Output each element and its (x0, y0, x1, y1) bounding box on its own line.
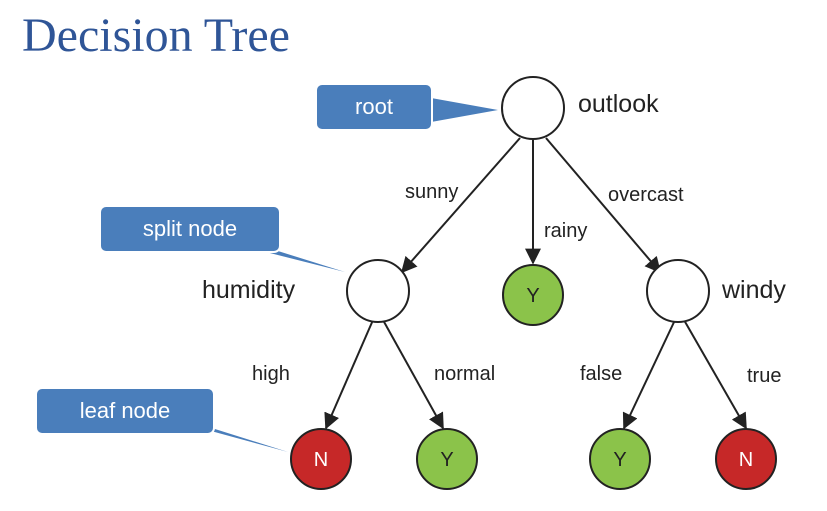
edges (324, 137, 747, 430)
callout-split-label: split node (143, 216, 237, 241)
leaf-label-normal: Y (440, 449, 453, 471)
node-label-outlook: outlook (578, 90, 659, 118)
node-label-windy: windy (721, 276, 786, 304)
edge-label-false: false (580, 363, 622, 385)
edge-false (622, 319, 676, 430)
edge-high (324, 319, 374, 430)
node-label-humidity: humidity (202, 276, 296, 304)
leaf-label-false: Y (613, 449, 626, 471)
edge-label-rainy: rainy (544, 220, 587, 242)
edge-label-sunny: sunny (405, 181, 458, 203)
leaf-false-yes (589, 428, 651, 490)
leaf-normal-yes (416, 428, 478, 490)
edge-label-overcast: overcast (608, 184, 684, 206)
leaf-true-no (715, 428, 777, 490)
callout-root-label: root (355, 94, 393, 119)
callout-leaf-node: leaf node (35, 387, 288, 452)
edge-label-normal: normal (434, 363, 495, 385)
edge-normal (382, 319, 444, 430)
leaf-label-true: N (739, 449, 753, 471)
edge-label-true: true (747, 365, 781, 387)
node-outlook (501, 76, 565, 140)
callout-leaf-label: leaf node (80, 398, 171, 423)
node-windy (646, 259, 710, 323)
callout-root: root (315, 83, 498, 131)
edge-sunny (400, 137, 521, 274)
page-title: Decision Tree (22, 9, 290, 62)
edge-true (683, 319, 747, 430)
edge-label-high: high (252, 363, 290, 385)
leaf-label-high: N (314, 449, 328, 471)
node-humidity (346, 259, 410, 323)
leaf-rainy-yes (502, 264, 564, 326)
leaf-label-rainy: Y (526, 285, 539, 307)
leaf-high-no (290, 428, 352, 490)
edge-overcast (545, 137, 662, 274)
callout-split-node: split node (99, 205, 345, 272)
